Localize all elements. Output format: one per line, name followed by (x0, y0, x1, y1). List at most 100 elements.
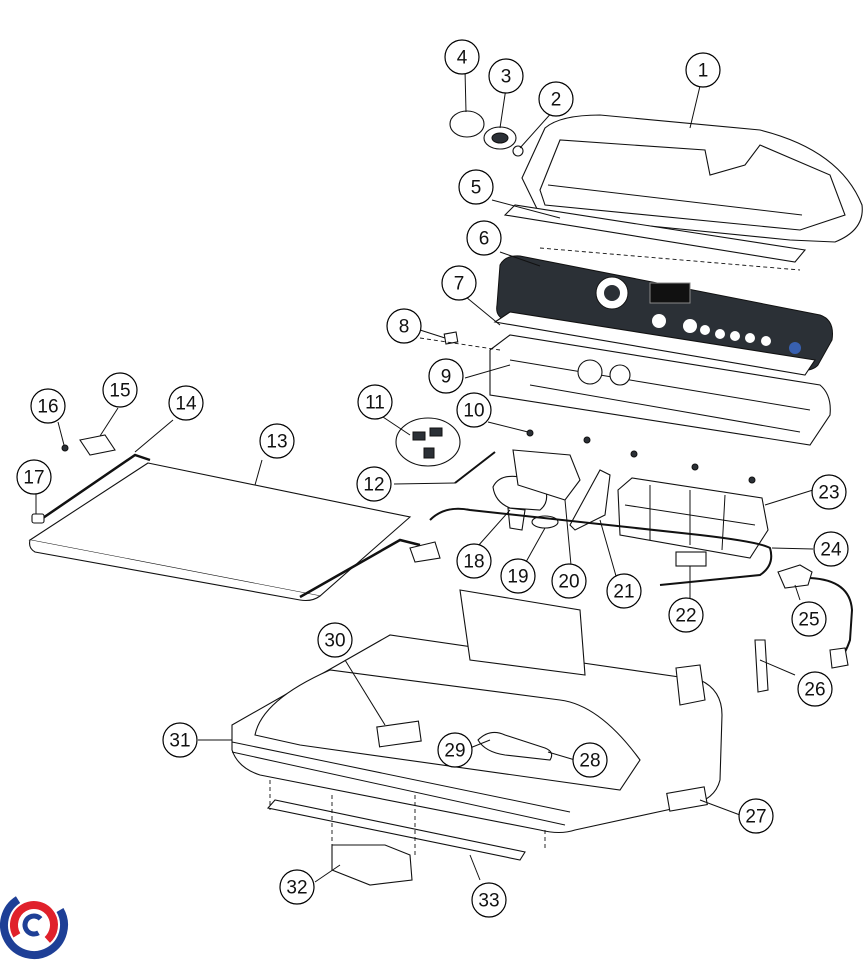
callout-17: 17 (16, 459, 52, 495)
callout-23: 23 (811, 474, 847, 510)
callout-circle (16, 459, 52, 495)
part-lid-lock (376, 720, 422, 748)
callout-number: 26 (804, 680, 825, 701)
callout-circle (317, 622, 353, 658)
callout-16: 16 (30, 388, 66, 424)
callout-circle (572, 742, 608, 778)
callout-circle (357, 384, 393, 420)
callout-number: 13 (266, 432, 287, 453)
callout-number: 21 (613, 582, 634, 603)
part-hinge-pin (61, 444, 69, 452)
callout-number: 23 (818, 483, 839, 504)
callout-circle (797, 671, 833, 707)
callout-circle (456, 392, 492, 428)
part-hinge-rod-right (299, 538, 421, 599)
callout-number: 12 (363, 475, 384, 496)
part-connector (675, 551, 707, 567)
callout-circle (538, 81, 574, 117)
part-power-cord (429, 507, 854, 669)
callout-circle (551, 563, 587, 599)
callout-circle (738, 798, 774, 834)
callout-number: 1 (698, 61, 709, 82)
callout-27: 27 (738, 798, 774, 834)
callout-number: 18 (463, 552, 484, 573)
callout-12: 12 (356, 466, 392, 502)
callout-circle (458, 169, 494, 205)
part-bracket (569, 469, 611, 531)
callout-number: 30 (324, 631, 345, 652)
callout-number: 31 (169, 731, 190, 752)
callout-circle (168, 385, 204, 421)
callout-9: 9 (428, 358, 464, 394)
callout-6: 6 (466, 220, 502, 256)
callout-circle (279, 869, 315, 905)
callout-number: 20 (558, 572, 579, 593)
callout-7: 7 (441, 265, 477, 301)
callout-number: 10 (463, 401, 484, 422)
callout-number: 2 (551, 90, 562, 111)
callout-number: 5 (471, 178, 482, 199)
part-screws (526, 429, 756, 484)
callout-3: 3 (488, 58, 524, 94)
part-front-trim (266, 799, 526, 861)
callout-19: 19 (500, 558, 536, 594)
callout-number: 25 (798, 610, 819, 631)
callout-circle (668, 597, 704, 633)
part-lid-hinge (79, 434, 116, 456)
callout-8: 8 (386, 308, 422, 344)
part-side-latch (754, 639, 769, 693)
part-cabinet-top (231, 589, 723, 834)
callout-number: 27 (745, 807, 766, 828)
callout-number: 14 (175, 394, 197, 415)
callout-number: 24 (820, 540, 842, 561)
part-valve-bracket (512, 449, 581, 501)
callout-31: 31 (162, 722, 198, 758)
callout-15: 15 (102, 372, 138, 408)
callout-number: 4 (457, 48, 468, 69)
part-door-switch (331, 844, 413, 886)
callout-20: 20 (551, 563, 587, 599)
callout-number: 19 (507, 567, 528, 588)
callout-circle (813, 531, 849, 567)
assembly-guides (269, 247, 801, 855)
callout-25: 25 (791, 601, 827, 637)
callout-33: 33 (471, 882, 507, 918)
callout-circle (791, 601, 827, 637)
callout-circle (356, 466, 392, 502)
callout-circle (488, 58, 524, 94)
callout-number: 11 (365, 393, 385, 414)
part-knob-group (449, 110, 524, 157)
callout-circle (259, 423, 295, 459)
part-label-small (443, 331, 459, 345)
callout-30: 30 (317, 622, 353, 658)
callout-11: 11 (357, 384, 393, 420)
callout-number: 8 (399, 317, 410, 338)
callout-circle (606, 573, 642, 609)
callout-5: 5 (458, 169, 494, 205)
callout-circle (466, 220, 502, 256)
callout-circle (444, 39, 480, 75)
part-control-board (617, 477, 769, 559)
part-trim-strip (503, 204, 807, 263)
callout-circle (428, 358, 464, 394)
callout-number: 3 (501, 67, 512, 88)
callout-29: 29 (437, 732, 473, 768)
callout-circle (500, 558, 536, 594)
callout-number: 17 (23, 468, 44, 489)
callout-26: 26 (797, 671, 833, 707)
callout-13: 13 (259, 423, 295, 459)
part-hinge-rod (39, 453, 151, 522)
callout-circle (437, 732, 473, 768)
part-panel-seal (493, 311, 816, 376)
part-hose-rod (454, 451, 496, 484)
part-bumper (31, 513, 45, 524)
callout-22: 22 (668, 597, 704, 633)
part-control-panel (496, 255, 833, 371)
callout-1: 1 (685, 52, 721, 88)
callout-number: 33 (478, 891, 499, 912)
part-rear-bracket (666, 786, 708, 812)
callout-number: 15 (109, 381, 130, 402)
callout-number: 9 (441, 367, 452, 388)
